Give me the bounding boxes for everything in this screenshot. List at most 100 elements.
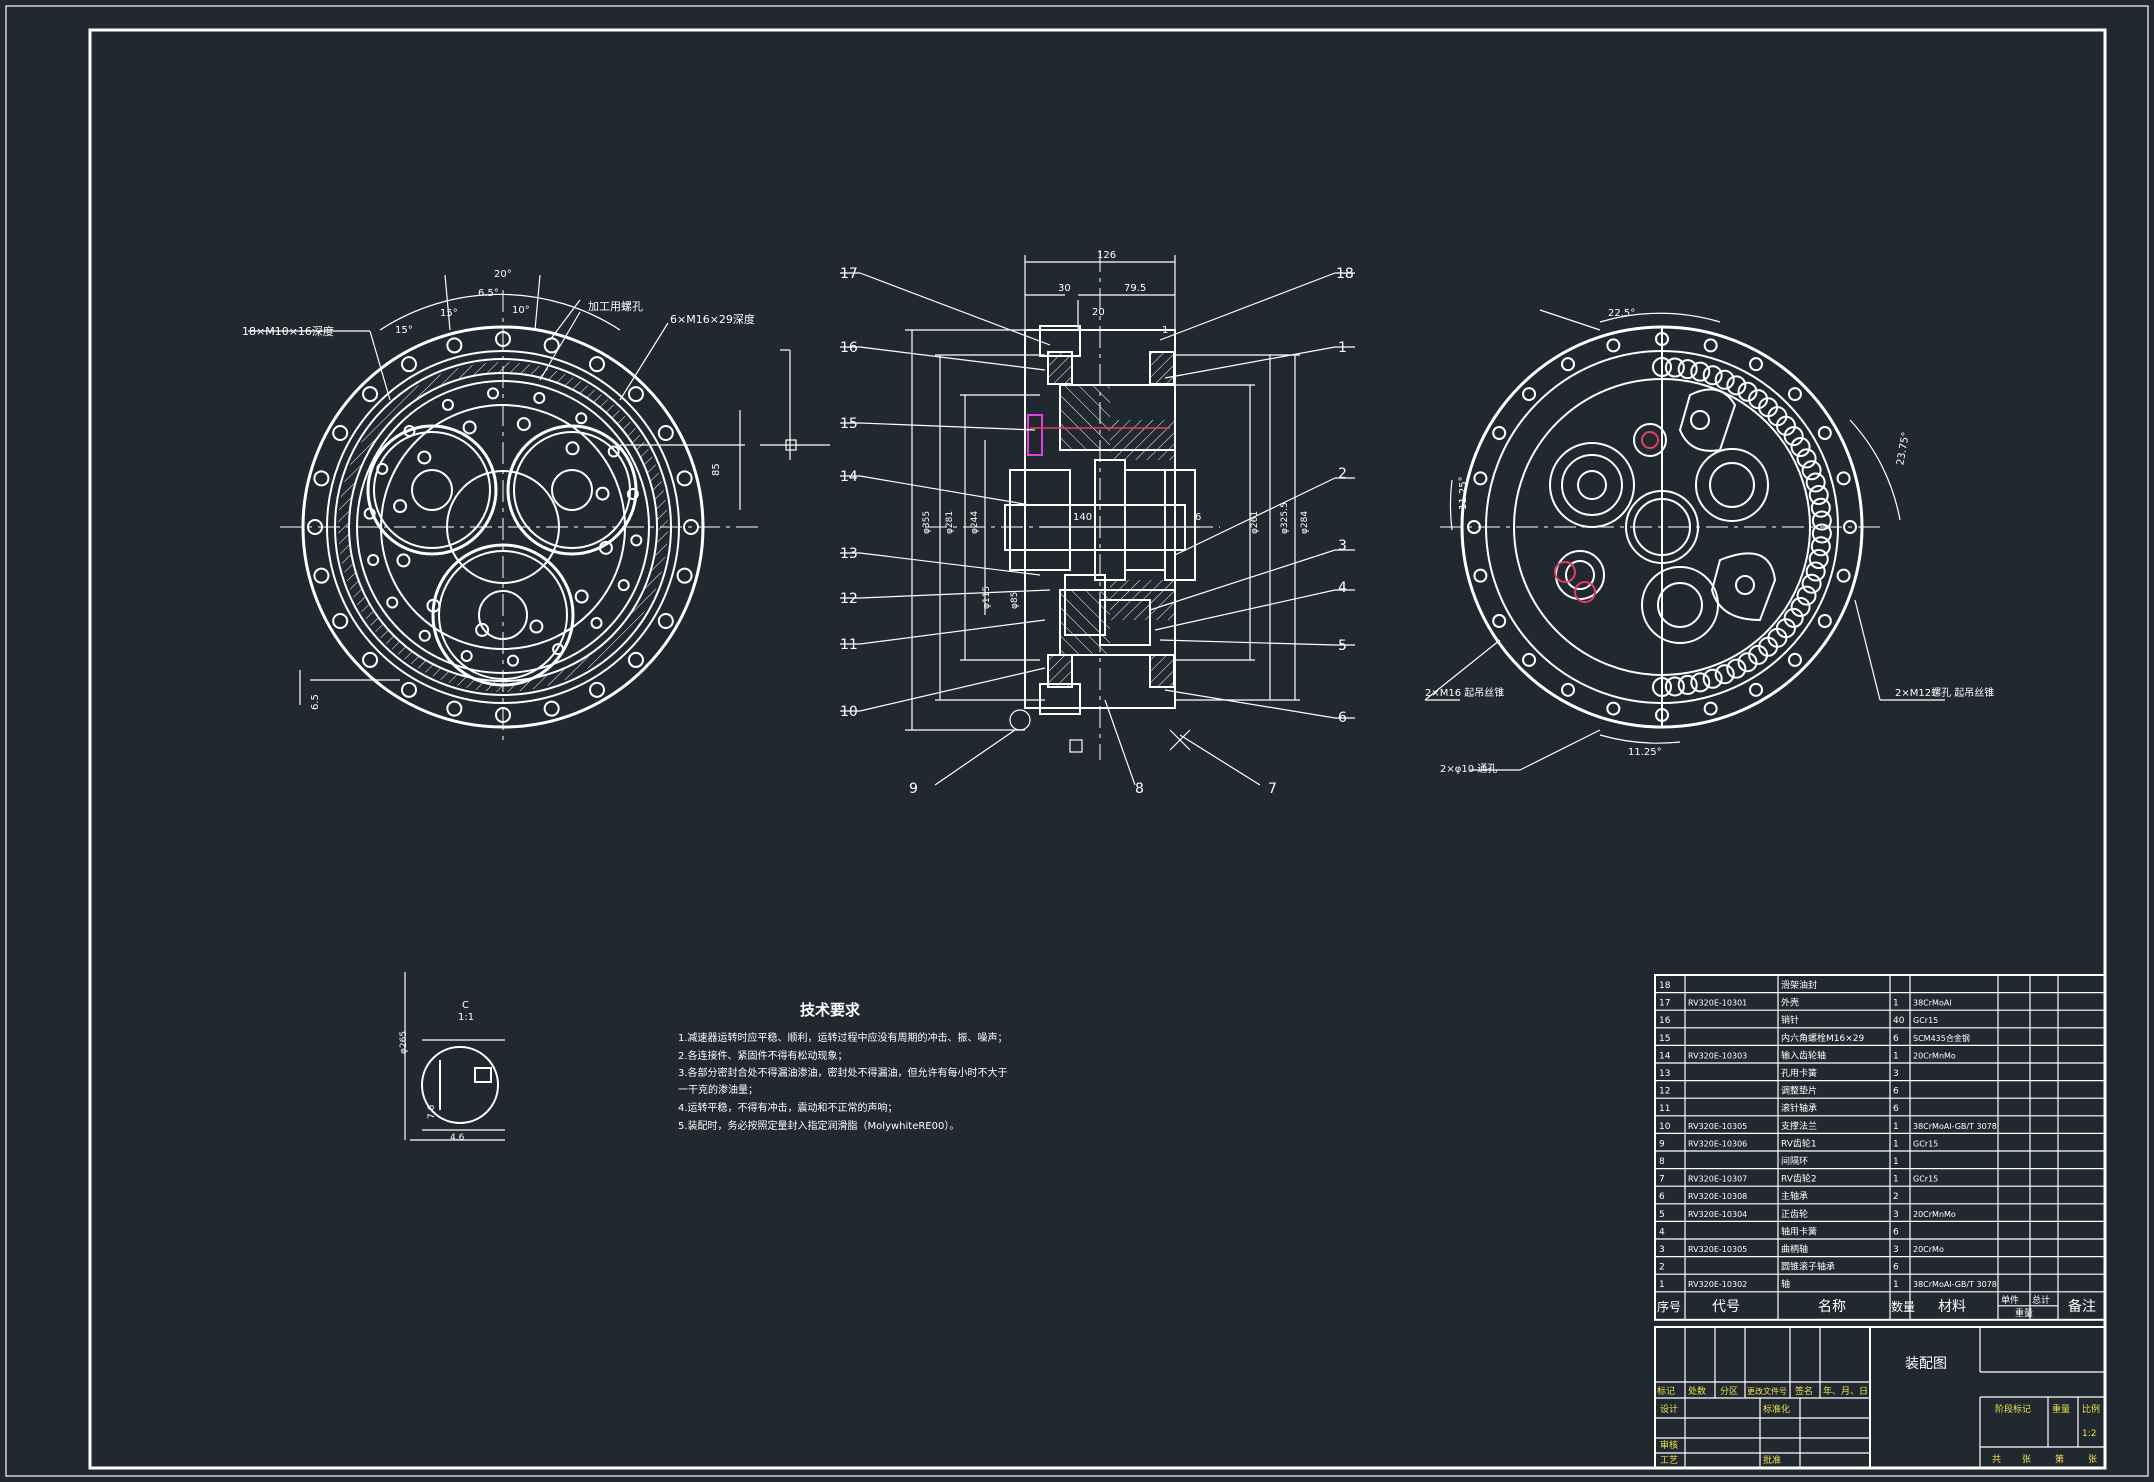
pin	[1810, 497, 1831, 518]
bolt-hole	[1473, 471, 1488, 486]
balloon-14: 14	[840, 469, 858, 485]
bolt-hole	[589, 681, 605, 698]
bom-row-no: 12	[1659, 1087, 1670, 1097]
pin	[1652, 357, 1672, 377]
bom-row-no: 2	[1659, 1263, 1665, 1273]
bom-row-code: RV320E-10308	[1688, 1192, 1747, 1201]
bom-row-name: 外壳	[1781, 997, 1799, 1009]
bom-row-code: RV320E-10305	[1688, 1122, 1747, 1131]
bolt-hole	[1522, 652, 1537, 667]
drawing-name: 装配图	[1905, 1356, 1947, 1372]
bom-row-material: GCr15	[1913, 1139, 1938, 1148]
tapped-hole	[607, 445, 620, 458]
rev-col-6: 年、月、日	[1823, 1385, 1868, 1397]
role-5: 批准	[1763, 1454, 1781, 1466]
bom-row-name: 正齿轮	[1781, 1208, 1808, 1220]
bom-row-qty: 6	[1893, 1227, 1899, 1237]
detail-dim-2: 7.6	[427, 1104, 437, 1119]
bom-row-material: GCr15	[1913, 1016, 1938, 1025]
tapped-hole	[475, 622, 490, 637]
pin	[1677, 674, 1698, 695]
shaft-dim: 6	[1195, 512, 1201, 523]
left-angle-4: 15°	[395, 325, 413, 336]
left-angle-3: 10°	[512, 305, 530, 316]
bolt-hole	[446, 337, 463, 354]
pin	[1808, 484, 1829, 505]
pin	[1811, 523, 1832, 544]
bom-row-code: RV320E-10301	[1688, 999, 1747, 1008]
pin	[1702, 668, 1723, 689]
right-view	[1424, 309, 1945, 771]
bolt-hole	[1703, 338, 1718, 353]
pin	[1737, 381, 1758, 402]
bom-header-code: 代号	[1712, 1299, 1740, 1315]
bom-header-name: 名称	[1818, 1299, 1846, 1315]
tapped-hole	[393, 499, 408, 514]
right-angle-4: 23.75°	[1895, 431, 1912, 466]
pin	[1690, 672, 1711, 693]
inner-frame	[88, 28, 2107, 1470]
balloon-8: 8	[1135, 781, 1144, 797]
right-angle-1: 22.5°	[1608, 308, 1635, 319]
bom-row-qty: 6	[1893, 1087, 1899, 1097]
role-3: 审核	[1660, 1439, 1678, 1451]
pin	[1805, 561, 1826, 582]
bom-row-qty: 6	[1893, 1104, 1899, 1114]
pin	[1811, 510, 1832, 531]
title-block	[1654, 1326, 2106, 1469]
bom-row-code: RV320E-10304	[1688, 1210, 1747, 1219]
bom-row-code: RV320E-10303	[1688, 1051, 1747, 1060]
pin	[1714, 664, 1735, 685]
balloon-9: 9	[909, 781, 918, 797]
bom-row-qty: 1	[1893, 1139, 1899, 1149]
right-angle-3: 11.25°	[1628, 747, 1662, 758]
pin	[1783, 607, 1804, 628]
rev-col-4: 更改文件号	[1747, 1386, 1787, 1396]
bom-row-qty: 6	[1893, 1034, 1899, 1044]
left-view	[248, 274, 830, 740]
bom-row-name: 轴	[1781, 1278, 1790, 1290]
rev-col-1: 标记	[1657, 1385, 1675, 1397]
dim-top-4: 20	[1092, 307, 1105, 318]
balloon-15: 15	[840, 416, 858, 432]
bolt-hole	[362, 386, 379, 403]
bom-row-code: RV320E-10302	[1688, 1280, 1747, 1289]
bom-row-name: 滑架油封	[1781, 979, 1817, 991]
left-angle-5: 15°	[440, 308, 458, 319]
dim-left-2: φ281	[945, 511, 955, 534]
right-angle-2: 11.25°	[1458, 476, 1469, 510]
detail-dim-3: 4.6	[450, 1133, 465, 1143]
bom-row-qty: 1	[1893, 1051, 1899, 1061]
tapped-hole	[386, 596, 399, 609]
bom-row-material: GCr15	[1913, 1175, 1938, 1184]
balloon-7: 7	[1268, 781, 1277, 797]
pin	[1801, 460, 1822, 481]
dim-left-4: φ115	[982, 586, 992, 609]
bolt-hole	[362, 651, 379, 668]
bom-row-name: RV齿轮2	[1781, 1173, 1817, 1185]
section-view	[840, 250, 1355, 786]
bolt-hole	[1843, 520, 1857, 534]
tapped-hole	[417, 450, 432, 465]
bom-row-name: 滚针轴承	[1781, 1102, 1817, 1114]
rev-col-5: 签名	[1795, 1385, 1813, 1397]
bolt-hole	[676, 567, 693, 584]
left-dim-2: 85	[711, 463, 722, 476]
bolt-hole	[1655, 708, 1669, 722]
bom-row-no: 13	[1659, 1069, 1670, 1079]
pin	[1664, 357, 1685, 378]
bom-row-material: SCM435合金钢	[1913, 1033, 1970, 1043]
scale-label: 比例	[2082, 1403, 2100, 1415]
bom-row-name: 圆锥滚子轴承	[1781, 1261, 1835, 1273]
bom-row-qty: 6	[1893, 1263, 1899, 1273]
bom-row-name: 支撑法兰	[1781, 1120, 1817, 1132]
bom-row-name: 孔用卡簧	[1781, 1067, 1817, 1079]
bom-row-no: 18	[1659, 981, 1671, 991]
bom-row-name: 主轴承	[1781, 1190, 1808, 1202]
detail-view-c	[404, 972, 505, 1141]
bolt-hole	[1561, 682, 1575, 697]
bom-row-name: RV齿轮1	[1781, 1137, 1817, 1149]
bolt-hole	[332, 425, 349, 441]
